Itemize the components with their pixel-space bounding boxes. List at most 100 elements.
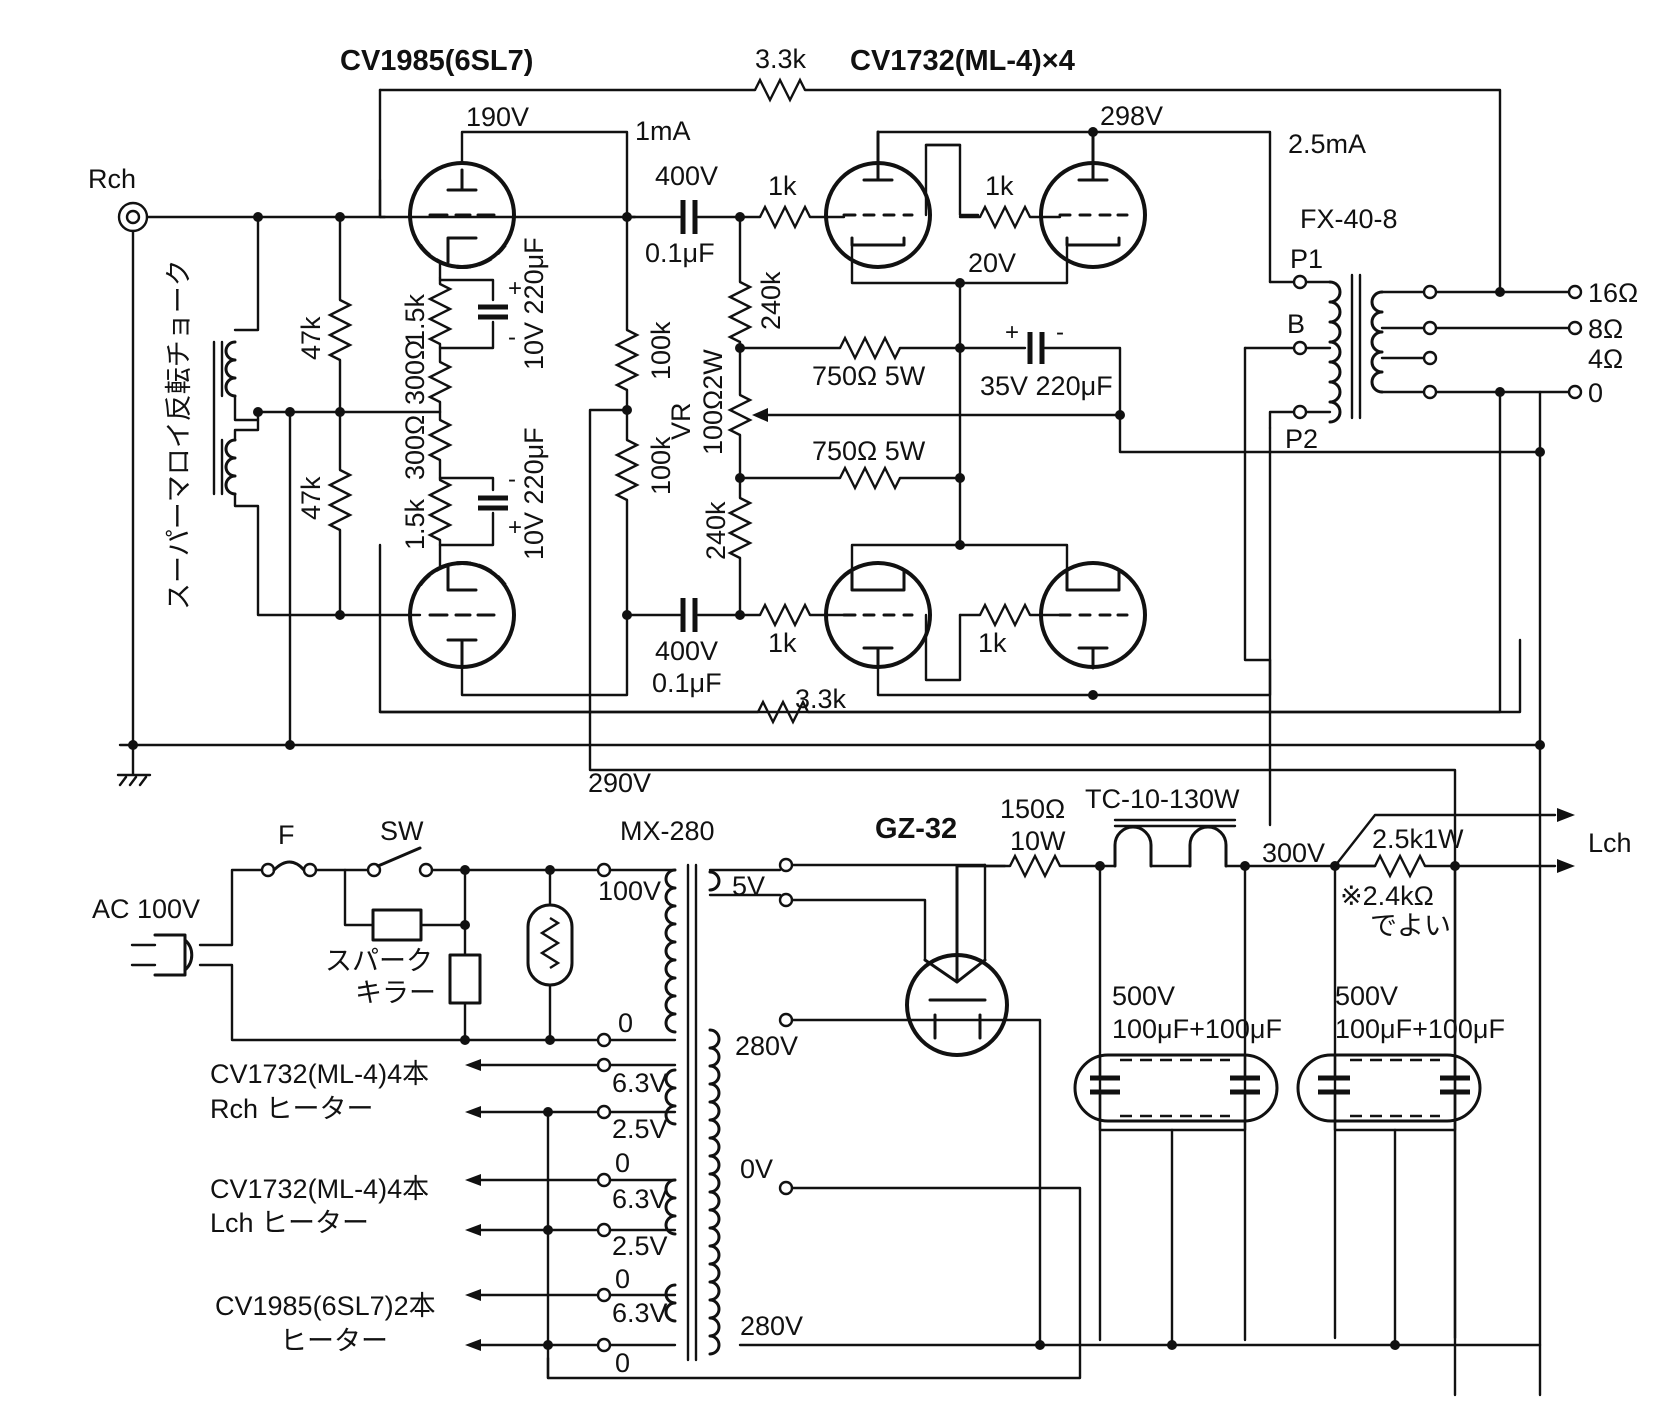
label-h1-63: 6.3V — [612, 1068, 668, 1098]
filter-choke — [1113, 818, 1237, 868]
label-b: B — [1287, 309, 1305, 339]
rectifier-label: GZ-32 — [875, 813, 957, 845]
label-1k5-top: 1.5k — [400, 293, 430, 345]
filter-cap-1 — [1073, 1053, 1279, 1123]
label-grid-1k-1: 1k — [768, 171, 797, 201]
resistor-240k-top — [727, 280, 753, 344]
label-h3-63: 6.3V — [612, 1298, 668, 1328]
heater-label-1b: Rch ヒーター — [210, 1094, 374, 1124]
label-16ohm: 16Ω — [1588, 278, 1638, 308]
voltage-300v: 300V — [1262, 838, 1325, 868]
label-5v: 5V — [732, 871, 765, 901]
label-150-ohm-w: 10W — [1010, 826, 1066, 856]
resistor-300-bottom — [427, 418, 453, 462]
resistor-1k5-bottom — [427, 478, 453, 542]
label-spark-killer-1: スパーク — [325, 946, 433, 976]
svg-text:+: + — [508, 514, 522, 541]
label-280v-bottom: 280V — [740, 1311, 803, 1341]
note-2-4k: ※2.4kΩ — [1340, 881, 1434, 911]
label-spark-killer-2: キラー — [355, 978, 436, 1008]
label-240k-top: 240k — [756, 271, 786, 330]
label-vr: VR — [666, 402, 696, 440]
resistor-47k-top — [327, 298, 353, 362]
voltage-20v: 20V — [968, 248, 1016, 278]
resistor-2k5 — [1373, 853, 1427, 879]
svg-text:-: - — [508, 324, 516, 351]
label-h3-0: 0 — [615, 1348, 630, 1378]
terminal-p1 — [1292, 274, 1308, 290]
label-300-bottom: 300Ω — [400, 415, 430, 480]
power-tube-title: CV1732(ML-4)×4 — [850, 45, 1075, 77]
power-transformer-label: MX-280 — [620, 816, 715, 846]
power-switch[interactable] — [366, 846, 434, 878]
svg-text:+: + — [508, 275, 522, 302]
label-cathode-cap-top: 10V 220μF — [519, 237, 549, 370]
label-750-bottom: 750Ω 5W — [812, 436, 926, 466]
ac-plug-icon — [130, 933, 194, 977]
label-coupling-cap-top-c: 0.1μF — [645, 238, 715, 268]
output-0[interactable] — [1567, 384, 1583, 400]
spark-killer-top — [371, 908, 423, 942]
output-16ohm[interactable] — [1567, 284, 1583, 300]
varistor — [526, 868, 574, 1042]
fuse — [260, 860, 318, 878]
resistor-100k-bottom — [614, 438, 640, 502]
voltage-290v: 290V — [588, 768, 651, 798]
label-coupling-cap-bottom-c: 0.1μF — [652, 668, 722, 698]
output-8ohm[interactable] — [1567, 320, 1583, 336]
label-choke: TC-10-130W — [1085, 784, 1240, 814]
label-0: 0 — [1588, 378, 1603, 408]
rectifier-tube — [905, 864, 1009, 1057]
label-47k-top: 47k — [296, 316, 326, 360]
cathode-cap-top — [478, 304, 508, 320]
label-2k5: 2.5k1W — [1372, 824, 1464, 854]
current-1ma: 1mA — [635, 116, 691, 146]
bias-cap — [1027, 332, 1045, 364]
label-p2: P2 — [1285, 424, 1318, 454]
resistor-100k-top — [614, 328, 640, 392]
power-tube-4 — [1039, 561, 1147, 670]
label-750-top: 750Ω 5W — [812, 361, 926, 391]
label-0v: 0V — [740, 1154, 773, 1184]
bias-vr — [727, 393, 753, 437]
ground-symbol — [116, 743, 152, 787]
preamp-tube-bottom — [408, 561, 516, 669]
label-300-top: 300Ω — [400, 340, 430, 405]
label-cap2-c: 100μF+100μF — [1335, 1014, 1505, 1044]
preamp-tube-title: CV1985(6SL7) — [340, 45, 533, 77]
resistor-240k-bottom — [727, 496, 753, 560]
resistor-47k-bottom — [327, 468, 353, 532]
label-grid-1k-3: 1k — [768, 628, 797, 658]
voltage-190v: 190V — [466, 102, 529, 132]
rch-input-label: Rch — [88, 164, 136, 194]
terminal-p2 — [1292, 404, 1308, 420]
feedback-resistor-bottom — [756, 699, 810, 725]
label-h2-63: 6.3V — [612, 1184, 668, 1214]
current-2-5ma: 2.5mA — [1288, 129, 1366, 159]
svg-text:-: - — [508, 466, 516, 493]
label-100k-bottom: 100k — [646, 436, 676, 495]
label-100k-top: 100k — [646, 321, 676, 380]
label-3k3-top: 3.3k — [755, 44, 807, 74]
label-280v-top: 280V — [735, 1031, 798, 1061]
label-h1-25: 2.5V — [612, 1114, 668, 1144]
label-coupling-cap-top-v: 400V — [655, 161, 718, 191]
label-240k-bottom: 240k — [701, 501, 731, 560]
lch-label: Lch — [1588, 828, 1632, 858]
label-8ohm: 8Ω — [1588, 314, 1623, 344]
label-h2-25: 2.5V — [612, 1231, 668, 1261]
grid-resistor-3 — [758, 602, 812, 628]
resistor-1k5-top — [427, 282, 453, 346]
heater-label-3b: ヒーター — [280, 1326, 388, 1356]
terminal-b — [1292, 340, 1308, 356]
heater-label-3a: CV1985(6SL7)2本 — [215, 1291, 436, 1321]
choke-label: スーパーマロイ反転チョーク — [164, 259, 194, 610]
svg-text:-: - — [1056, 319, 1064, 346]
label-3k3-bottom: 3.3k — [795, 684, 847, 714]
resistor-750-bottom — [838, 465, 902, 491]
heater-label-1a: CV1732(ML-4)4本 — [210, 1059, 429, 1089]
label-grid-1k-2: 1k — [985, 171, 1014, 201]
label-coupling-cap-bottom-v: 400V — [655, 636, 718, 666]
label-bias-cap: 35V 220μF — [980, 371, 1113, 401]
